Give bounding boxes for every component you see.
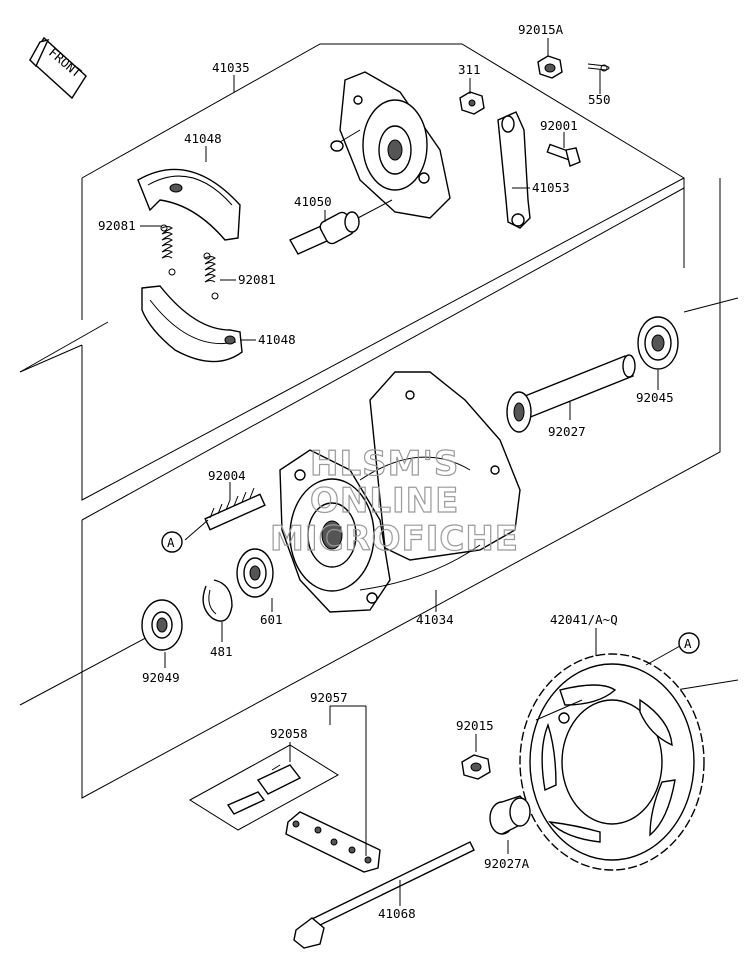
label-nut-311: 311 [458, 62, 481, 77]
label-master-link: 92058 [270, 726, 308, 741]
label-oil-seal: 92049 [142, 670, 180, 685]
ref-marker-a-right: A [678, 632, 700, 654]
sprocket [519, 653, 705, 871]
brake-panel-frame [81, 43, 685, 268]
wheel-hub [279, 371, 521, 613]
spring-right [203, 252, 219, 300]
bolt-92001 [546, 143, 581, 167]
label-bearing-92045: 92045 [636, 390, 674, 405]
camshaft [289, 199, 393, 255]
collar-92027a [489, 795, 531, 835]
leader-lines [140, 38, 681, 906]
watermark: HLSM'S ONLINE MICROFICHE [269, 443, 519, 559]
label-nut-92015: 92015 [456, 718, 494, 733]
bearing-601 [236, 548, 274, 598]
ref-marker-a-left: A [161, 531, 183, 553]
stud-92004 [204, 487, 266, 531]
label-collar-92027a: 92027A [484, 856, 530, 871]
label-spring-right: 92081 [238, 272, 276, 287]
label-brake-panel: 41035 [212, 60, 250, 75]
label-stud: 92004 [208, 468, 246, 483]
label-sprocket: 42041/A~Q [550, 612, 618, 627]
spring-left [160, 224, 176, 276]
label-nut-92015a: 92015A [518, 22, 564, 37]
label-brake-shoe-lower: 41048 [258, 332, 296, 347]
label-bolt-92001: 92001 [540, 118, 578, 133]
front-arrow-icon: FRONT [29, 36, 87, 100]
brake-panel [330, 71, 451, 219]
label-circlip: 481 [210, 644, 233, 659]
oil-seal-92049 [141, 599, 183, 651]
part-labels: 41035 41048 92081 92081 41048 41050 311 … [98, 22, 674, 921]
label-hub: 41034 [416, 612, 454, 627]
label-torque-link: 41053 [532, 180, 570, 195]
svg-text:MICROFICHE: MICROFICHE [270, 519, 519, 559]
nut-92015a [537, 55, 563, 79]
hub-frame [81, 178, 721, 799]
svg-text:ONLINE: ONLINE [310, 481, 459, 521]
master-link-box [189, 744, 339, 831]
torque-link [497, 111, 531, 229]
label-spring-left: 92081 [98, 218, 136, 233]
bearing-92045 [637, 316, 679, 370]
svg-text:A: A [167, 535, 175, 550]
label-camshaft: 41050 [294, 194, 332, 209]
label-bearing-601: 601 [260, 612, 283, 627]
collar-92027 [506, 354, 636, 433]
cotter-pin [587, 63, 610, 72]
nut-311 [459, 91, 485, 115]
axle-41068 [293, 841, 475, 949]
svg-text:A: A [684, 636, 692, 651]
circlip-481 [202, 579, 233, 622]
label-axle: 41068 [378, 906, 416, 921]
brake-shoe-upper [137, 168, 241, 241]
master-link [226, 764, 302, 815]
svg-text:HLSM'S: HLSM'S [310, 444, 459, 484]
label-collar-92027: 92027 [548, 424, 586, 439]
chain-segment [285, 811, 381, 873]
brake-shoe-lower [141, 285, 243, 363]
label-brake-shoe-upper: 41048 [184, 131, 222, 146]
nut-92015 [461, 754, 491, 780]
label-cotter-pin: 550 [588, 92, 611, 107]
label-chain: 92057 [310, 690, 348, 705]
